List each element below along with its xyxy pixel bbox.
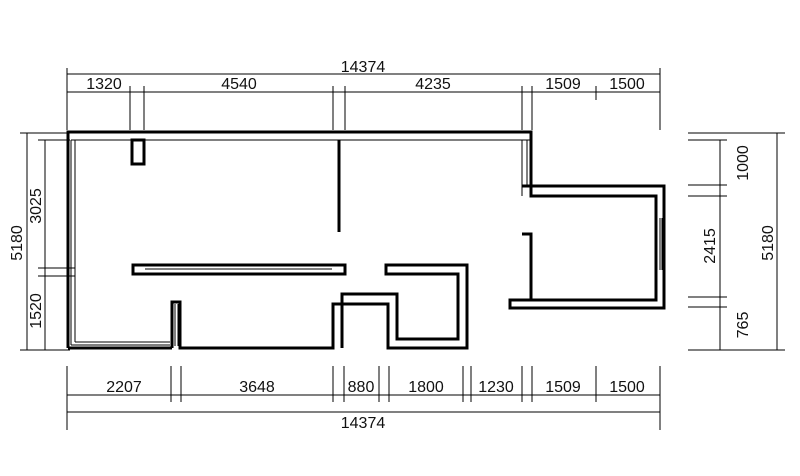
left-dimensions <box>20 132 70 351</box>
pier-top-left <box>130 138 146 166</box>
bottom-segment-label: 1509 <box>545 379 581 396</box>
bottom-segment-label: 1500 <box>609 379 645 396</box>
right-dimensions <box>688 132 785 351</box>
top-segment-label: 4540 <box>221 76 257 93</box>
bottom-dimensions <box>66 366 661 430</box>
dimension-labels: 14374 1320 4540 4235 1509 1500 2207 3648… <box>9 59 777 432</box>
top-segment-label: 1509 <box>545 76 581 93</box>
top-segment-label: 1500 <box>609 76 645 93</box>
left-total-label: 5180 <box>9 225 26 261</box>
right-total-label: 5180 <box>760 225 777 261</box>
bottom-segment-label: 1230 <box>478 379 514 396</box>
bottom-segment-label: 2207 <box>106 379 142 396</box>
bottom-total-label: 14374 <box>341 415 386 432</box>
top-total-label: 14374 <box>341 59 386 76</box>
walls <box>58 130 666 350</box>
top-dimensions <box>66 68 661 130</box>
annex-wall <box>508 184 666 310</box>
top-segment-label: 4235 <box>415 76 451 93</box>
partition-horizontal <box>131 263 347 276</box>
right-segment-label: 2415 <box>702 228 719 264</box>
bottom-segment-label: 1800 <box>408 379 444 396</box>
bottom-segment-label: 3648 <box>239 379 275 396</box>
left-segment-label: 1520 <box>28 293 45 329</box>
right-segment-label: 765 <box>735 312 752 339</box>
bottom-wall-notched <box>170 263 469 350</box>
right-segment-label: 1000 <box>735 145 752 181</box>
bottom-segment-label: 880 <box>348 379 375 396</box>
top-segment-label: 1320 <box>86 76 122 93</box>
left-segment-label: 3025 <box>28 188 45 224</box>
